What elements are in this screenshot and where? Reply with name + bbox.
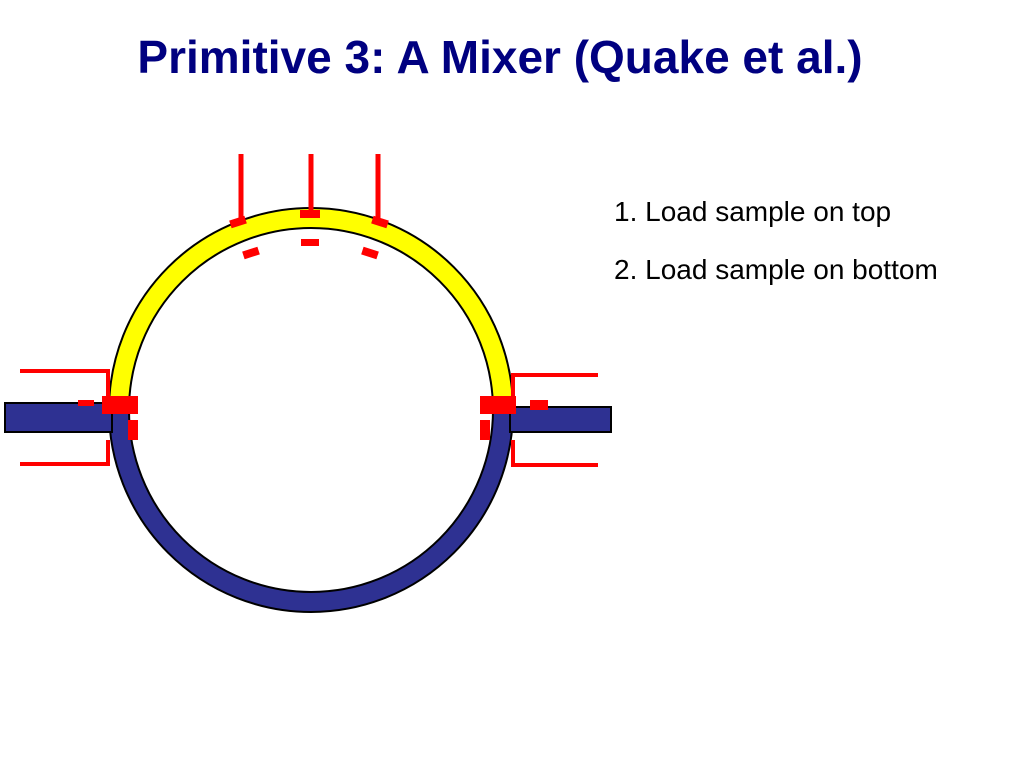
step-list: 1. Load sample on top 2. Load sample on … bbox=[614, 192, 938, 308]
slide-title: Primitive 3: A Mixer (Quake et al.) bbox=[137, 31, 863, 83]
step-item-1: 1. Load sample on top bbox=[614, 196, 892, 227]
left-valve-pads bbox=[78, 396, 138, 440]
right-outlet-channel bbox=[509, 406, 612, 433]
left-valve-lines bbox=[20, 369, 110, 466]
right-valve-pads bbox=[480, 396, 548, 440]
pump-valve-pads bbox=[229, 210, 389, 260]
left-inlet-channel bbox=[4, 402, 113, 433]
step-item-2: 2. Load sample on bottom bbox=[614, 254, 938, 285]
top-channel-ring bbox=[107, 207, 515, 411]
pump-valve-lines bbox=[238, 154, 381, 222]
right-valve-lines bbox=[511, 373, 598, 467]
bottom-channel-ring bbox=[107, 409, 515, 613]
